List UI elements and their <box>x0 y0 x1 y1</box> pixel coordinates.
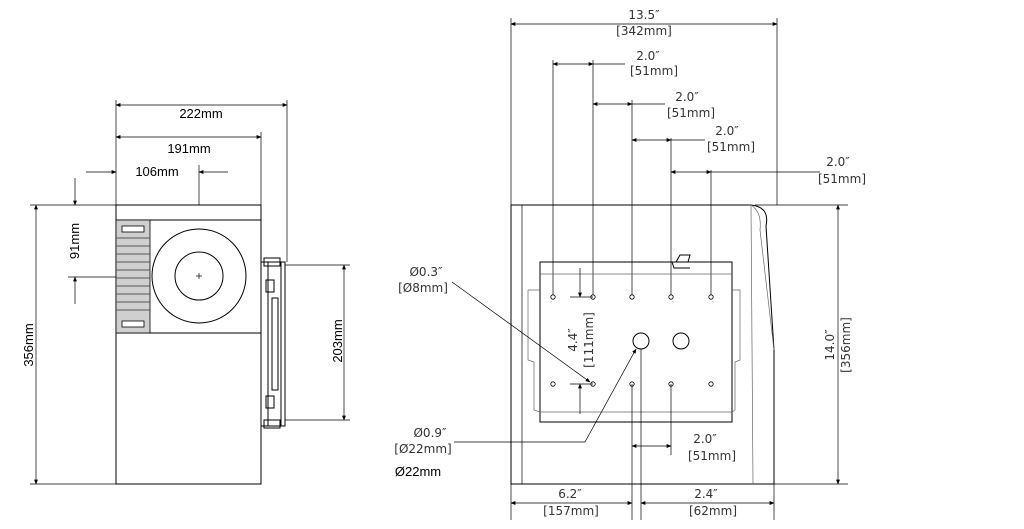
dim-vertical-pitch-mm: [111mm] <box>582 312 596 368</box>
dim-overall-width-mm: [342mm] <box>616 24 672 38</box>
left-side-view: 222mm 191mm 106mm 91mm 356mm 203mm <box>21 100 350 485</box>
callout-large-hole-mm: [Ø22mm] <box>394 442 451 456</box>
dim-bottom-right-inch: 2.4″ <box>694 487 718 501</box>
dim-spacing-2-inch: 2.0″ <box>675 90 699 104</box>
dim-spacing-3-inch: 2.0″ <box>715 124 739 138</box>
right-rear-view: 13.5″ [342mm] 2.0″ [51mm] 2.0″ [51mm] 2.… <box>394 8 866 520</box>
housing-outline <box>510 204 775 485</box>
lens-inner-circle <box>174 251 224 301</box>
dim-bottom-spacing-inch: 2.0″ <box>693 432 717 446</box>
dim-bottom-right-mm: [62mm] <box>689 504 737 518</box>
dim-center-offset: 106mm <box>135 164 178 179</box>
large-hole-left <box>632 332 650 350</box>
dim-overall-width-inch: 13.5″ <box>628 8 660 22</box>
callout-small-hole-mm: [Ø8mm] <box>398 281 448 295</box>
dim-height-inch: 14.0″ <box>823 329 837 361</box>
lens-outer-circle <box>151 228 247 324</box>
dim-top-offset: 91mm <box>67 223 82 259</box>
callout-large-hole-note: Ø22mm <box>395 464 441 479</box>
dim-overall-width: 222mm <box>179 106 222 121</box>
large-hole-right <box>672 332 690 350</box>
dim-bottom-left-mm: [157mm] <box>543 504 599 518</box>
callout-small-hole-inch: Ø0.3″ <box>409 265 443 279</box>
mount-bracket <box>260 257 286 429</box>
dim-spacing-4-inch: 2.0″ <box>826 155 850 169</box>
dim-spacing-4-mm: [51mm] <box>818 172 866 186</box>
dim-spacing-3-mm: [51mm] <box>707 140 755 154</box>
dim-bottom-spacing-mm: [51mm] <box>688 449 736 463</box>
dim-spacing-1-mm: [51mm] <box>630 64 678 78</box>
ribbed-strip <box>115 219 151 334</box>
callout-large-hole-inch: Ø0.9″ <box>413 426 447 440</box>
dim-vertical-pitch-inch: 4.4″ <box>566 328 580 352</box>
dim-mount-height: 203mm <box>330 319 345 362</box>
dim-height: 356mm <box>21 323 36 366</box>
dim-spacing-1-inch: 2.0″ <box>636 49 660 63</box>
dim-bottom-left-inch: 6.2″ <box>558 487 582 501</box>
mount-plate <box>527 254 741 423</box>
dim-inner-width: 191mm <box>167 141 210 156</box>
dim-spacing-2-mm: [51mm] <box>667 106 715 120</box>
dim-height-mm: [356mm] <box>839 317 853 373</box>
